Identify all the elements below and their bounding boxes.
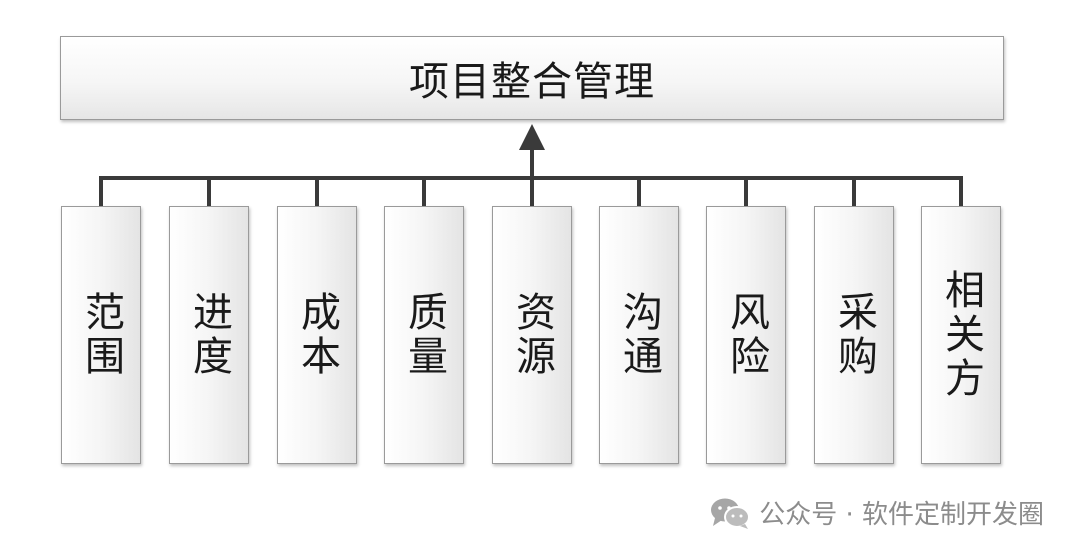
- child-node-label: 资源: [509, 291, 555, 379]
- child-node-label: 相关方: [938, 269, 984, 401]
- child-node-scope: 范围: [61, 206, 141, 464]
- watermark-text: 公众号 · 软件定制开发圈: [759, 500, 1044, 530]
- root-node-box: 项目整合管理: [60, 36, 1004, 120]
- child-node-label: 采购: [831, 291, 877, 379]
- wechat-icon: [709, 496, 751, 530]
- child-node-label: 质量: [401, 291, 447, 379]
- up-arrow-head: [519, 124, 545, 150]
- child-node-quality: 质量: [384, 206, 464, 464]
- child-node-label: 进度: [186, 291, 232, 379]
- child-node-label: 沟通: [616, 291, 662, 379]
- child-node-communication: 沟通: [599, 206, 679, 464]
- root-node-label: 项目整合管理: [409, 59, 655, 105]
- child-node-risk: 风险: [706, 206, 786, 464]
- child-node-cost: 成本: [277, 206, 357, 464]
- child-node-label: 范围: [78, 291, 124, 379]
- child-node-stakeholder: 相关方: [921, 206, 1001, 464]
- child-node-procurement: 采购: [814, 206, 894, 464]
- child-node-label: 风险: [723, 291, 769, 379]
- child-node-resource: 资源: [492, 206, 572, 464]
- child-node-label: 成本: [294, 291, 340, 379]
- watermark: 公众号 · 软件定制开发圈: [709, 494, 1044, 531]
- child-node-schedule: 进度: [169, 206, 249, 464]
